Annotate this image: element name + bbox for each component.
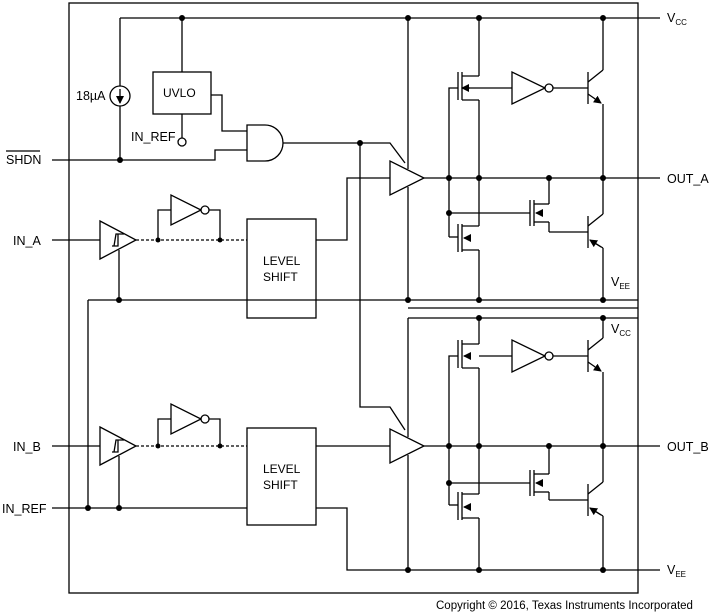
pin-in-ref-label: IN_REF bbox=[2, 502, 47, 516]
pin-in-a-label: IN_A bbox=[13, 234, 41, 248]
pin-out-b-label: OUT_B bbox=[667, 440, 709, 454]
schmitt-buffer-b bbox=[99, 425, 248, 511]
inverter-a bbox=[155, 193, 223, 243]
ic-package-outline bbox=[68, 2, 639, 594]
pin-vcc-b-label: VCC bbox=[611, 322, 631, 338]
level-shift-a bbox=[246, 177, 390, 319]
nmos-a-bottom bbox=[446, 178, 530, 300]
nmos-b-bottom bbox=[446, 446, 530, 570]
and-gate bbox=[246, 124, 406, 431]
level-shift-a-line1: LEVEL bbox=[263, 254, 301, 268]
inverter-b bbox=[155, 402, 223, 449]
current-source-18ua bbox=[109, 18, 131, 160]
uvlo-label: UVLO bbox=[163, 86, 196, 100]
pnp-a-bottom bbox=[587, 178, 604, 300]
pin-vcc-top-label: VCC bbox=[667, 11, 687, 27]
inverter-a-out bbox=[511, 70, 588, 106]
npn-a-top bbox=[587, 18, 604, 178]
pmos-a-top bbox=[448, 18, 512, 213]
pin-in-b-label: IN_B bbox=[13, 440, 41, 454]
driver-buffer-a bbox=[389, 18, 660, 300]
vcc-rail-top bbox=[120, 15, 660, 21]
vee-rail-a bbox=[88, 297, 638, 303]
shdn-net bbox=[52, 149, 247, 163]
current-source-label: 18µA bbox=[76, 89, 106, 103]
pin-shdn-label: SHDN bbox=[6, 153, 41, 167]
pin-out-a-label: OUT_A bbox=[667, 172, 709, 186]
pin-vee-bottom-label: VEE bbox=[667, 563, 686, 579]
uvlo-block bbox=[152, 18, 247, 147]
inverter-b-out bbox=[511, 338, 588, 374]
level-shift-b-line1: LEVEL bbox=[263, 462, 301, 476]
in-ref-net bbox=[52, 300, 660, 573]
copyright-text: Copyright © 2016, Texas Instruments Inco… bbox=[436, 600, 693, 612]
pnp-b-bottom bbox=[587, 446, 604, 570]
npn-b-top bbox=[587, 318, 604, 446]
level-shift-a-line2: SHIFT bbox=[263, 270, 298, 284]
nmos-b-mid bbox=[529, 446, 588, 501]
level-shift-b bbox=[246, 427, 390, 526]
pmos-b-top bbox=[448, 318, 512, 483]
pin-vee-a-label: VEE bbox=[611, 275, 630, 291]
uvlo-ref-label: IN_REF bbox=[131, 130, 176, 144]
schmitt-buffer-a bbox=[99, 219, 248, 303]
nmos-a-mid bbox=[529, 178, 588, 233]
level-shift-b-line2: SHIFT bbox=[263, 478, 298, 492]
